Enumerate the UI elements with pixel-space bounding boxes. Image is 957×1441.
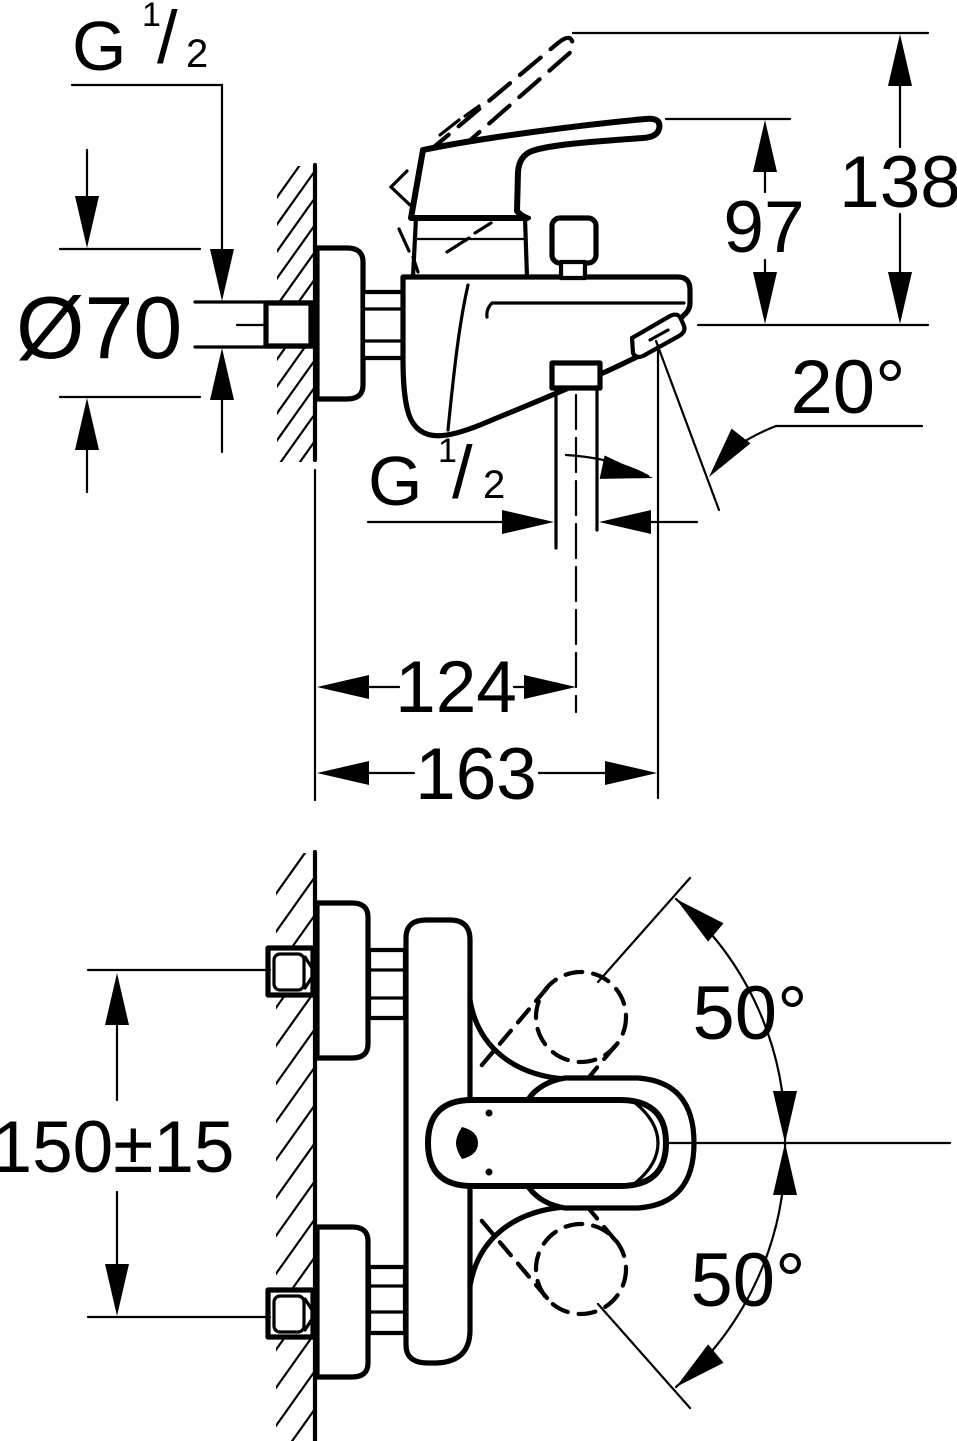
- wall-thread-numerator: 1: [142, 0, 161, 34]
- lever-handle-side: [408, 115, 663, 221]
- faucet-body-side: [400, 274, 693, 439]
- brand-mark-icon: [456, 1127, 478, 1159]
- swing-up-label: 50°: [693, 971, 808, 1056]
- hose-thread-numerator: 1: [438, 432, 457, 470]
- escutcheon-side: [314, 245, 366, 402]
- union-nut-front: [366, 947, 408, 1021]
- height-138-label: 138: [839, 142, 957, 223]
- escutcheon-diameter-label: Ø70: [16, 278, 182, 377]
- cartridge-collar: [408, 215, 532, 280]
- swing-down-label: 50°: [691, 1238, 806, 1323]
- dim-swing-up: 50°: [596, 876, 808, 1145]
- hose-thread-denominator: 2: [483, 463, 505, 507]
- union-nut-side: [360, 289, 406, 361]
- dim-connection-spacing: 150±15: [0, 968, 272, 1319]
- dim-163: 163: [317, 734, 657, 815]
- body-collar-sweeps: [467, 997, 568, 1289]
- grip-dot: [485, 1109, 493, 1117]
- dim-swing-down: 50°: [596, 1141, 952, 1410]
- spout-angle-label: 20°: [791, 345, 906, 430]
- dim-wall-thread: G 1 / 2: [70, 0, 234, 454]
- supply-pipe: [193, 300, 351, 349]
- top-connection: [265, 900, 408, 1061]
- wall-thread-prefix: G: [72, 7, 126, 85]
- dim-124-label: 124: [395, 647, 517, 728]
- hose-thread-slash: /: [452, 431, 473, 514]
- lever-raised-dashed: [388, 35, 576, 274]
- hose-thread-prefix: G: [368, 442, 422, 520]
- grip-dot: [485, 1168, 493, 1176]
- pipe-square-nut: [263, 300, 314, 349]
- wall-thread-slash: /: [157, 0, 178, 79]
- lever-grip-front: [425, 1097, 669, 1189]
- wall-thread-denominator: 2: [186, 32, 208, 76]
- dim-escutcheon-diameter: Ø70: [16, 148, 202, 494]
- front-view: 150±15 50° 50°: [0, 849, 952, 1441]
- dim-124: 124: [313, 468, 576, 802]
- union-nut-front: [366, 1264, 408, 1336]
- dim-hose-thread: G 1 / 2: [366, 431, 699, 534]
- dim-height-97: 97: [664, 117, 805, 324]
- side-view: G 1 / 2 Ø70 138: [16, 0, 957, 815]
- spout-inner-line: [485, 301, 686, 319]
- dim-150-label: 150±15: [0, 1107, 235, 1188]
- diverter-knob: [549, 215, 599, 281]
- height-97-label: 97: [723, 187, 804, 268]
- spout-aerator: [629, 312, 687, 360]
- dim-height-138: 138: [571, 31, 957, 327]
- grip-end-arc: [632, 1100, 660, 1186]
- body-spout-divider: [446, 283, 470, 432]
- dim-163-label: 163: [415, 734, 537, 815]
- escutcheon-front: [314, 1224, 371, 1380]
- dim-spout-angle: 20°: [564, 339, 924, 800]
- escutcheon-front: [314, 900, 371, 1061]
- bottom-connection: [265, 1224, 408, 1380]
- hose-connection: [549, 360, 603, 714]
